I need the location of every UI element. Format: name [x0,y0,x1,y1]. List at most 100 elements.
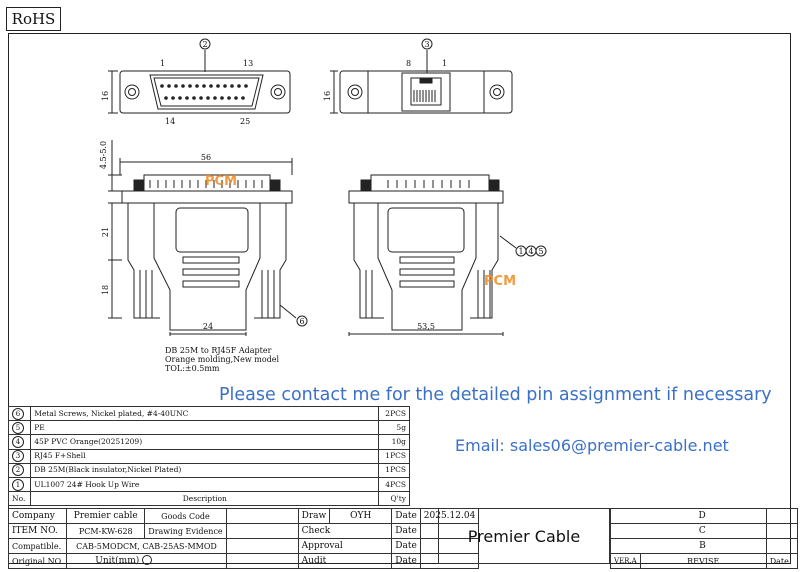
check-label: Check [297,523,393,539]
note-line-2: Orange molding,New model [165,355,280,364]
rj45-contacts [413,90,436,102]
goods-code-label: Goods Code [144,508,227,524]
company-label: Company [7,508,68,524]
item-value: PCM-KW-628 [66,523,146,539]
bom-no: 6 [12,407,24,420]
pcm-watermark-1: PCM [205,174,238,189]
db25-front-flange [119,70,291,114]
side-view-right [348,174,504,331]
original-label: Original NO. [7,553,68,569]
date-label-3: Date [391,538,421,554]
bom-qty: 1PCS [378,462,410,478]
bom-desc: PE [30,420,380,436]
revision-table: D C B VER.A REVISE Date [610,508,798,569]
rj-pin-8-label: 8 [406,59,411,68]
dim-16-left: 16 [101,91,110,101]
dim-16-right: 16 [323,91,332,101]
bom-no: 1 [12,478,24,491]
rev-row-b: B [610,538,767,554]
dim-45-50: 4.5-5.0 [99,141,108,169]
balloon-2 [199,38,211,50]
bom-qty: 10g [378,434,410,450]
dim-21: 21 [101,227,110,237]
rj45-front-view [339,70,513,114]
db25-front-view [119,70,291,114]
balloon-6 [296,315,308,327]
pcm-watermark-2: PCM [484,274,517,289]
balloon-3 [421,38,433,50]
bom-desc: UL1007 24# Hook Up Wire [30,476,380,493]
balloon-2-text: 2 [202,40,207,49]
side-left-flange [121,190,293,204]
ver-label: VER.A [610,553,641,569]
bom-no: 2 [12,464,24,477]
unit-label: Unit(mm) [95,555,140,566]
dim-24: 24 [203,322,213,331]
dim-18: 18 [101,285,110,295]
dim-535: 53,5 [417,322,435,331]
db25-d-shell [149,74,264,110]
rohs-label: RoHS [6,7,61,31]
email-address[interactable]: Email: sales06@premier-cable.net [455,436,729,455]
side-right-flange [348,190,504,204]
db-pin-1-label: 1 [160,59,165,68]
projection-symbol-icon [142,555,153,565]
rev-date-label: Date [765,553,798,569]
side-left-window [175,207,249,253]
bom-row: 2 DB 25M(Black insulator,Nickel Plated)1P… [7,462,410,478]
db25-screw-right [270,84,286,100]
date-label: Date [391,508,421,524]
rev-row-d: D [610,508,767,524]
bom-header-no: No. [7,491,32,507]
side-view-left [121,174,293,331]
note-line-3: TOL:±0.5mm [165,364,220,373]
db-pin-13-label: 13 [243,59,253,68]
compat-label: Compatible. [7,538,68,554]
db25-pins [160,84,248,100]
draw-label: Draw [297,508,331,524]
balloon-3-text: 3 [424,40,429,49]
side-right-window [387,207,465,253]
item-label: ITEM NO. [7,523,68,539]
date-label-4: Date [391,553,421,569]
bom-desc: RJ45 F+Shell [30,448,380,464]
company-value: Premier cable [66,508,146,524]
revise-label: REVISE [639,553,767,569]
db25-screw-left [124,84,140,100]
audit-label: Audit [297,553,393,569]
balloon-1-text: 1 [518,247,523,256]
balloon-5 [535,245,547,257]
balloon-4-text: 4 [528,247,533,256]
bom-qty: 1PCS [378,448,410,464]
draw-value: OYH [329,508,393,524]
bom-qty: 5g [378,420,410,436]
title-block: Company Premier cable Goods Code Draw OY… [7,508,480,569]
balloon-6-text: 6 [299,317,304,326]
bom-no: 4 [12,435,24,448]
date-label-2: Date [391,523,421,539]
compat-value: CAB-5MODCM, CAB-25AS-MMOD [66,538,227,554]
drawing-evidence-label: Drawing Evidence [144,523,227,539]
company-name: Premier Cable [438,508,610,564]
note-line-1: DB 25M to RJ45F Adapter [165,346,272,355]
bom-desc: DB 25M(Black insulator,Nickel Plated) [30,462,380,478]
bom-qty: 2PCS [378,405,410,422]
bom-no: 3 [12,450,24,463]
db-pin-14-label: 14 [165,117,175,126]
bom-desc: 45P PVC Orange(20251209) [30,434,380,450]
contact-message: Please contact me for the detailed pin a… [219,385,772,405]
dim-56: 56 [201,153,211,162]
bom-no: 5 [12,421,24,434]
approval-label: Approval [297,538,393,554]
bom-desc: Metal Screws, Nickel plated, #4-40UNC [30,405,380,422]
side-right-db-shell [370,174,490,192]
bom-row: 4 45P PVC Orange(20251209)10g [7,434,410,450]
rev-row-c: C [610,523,767,539]
